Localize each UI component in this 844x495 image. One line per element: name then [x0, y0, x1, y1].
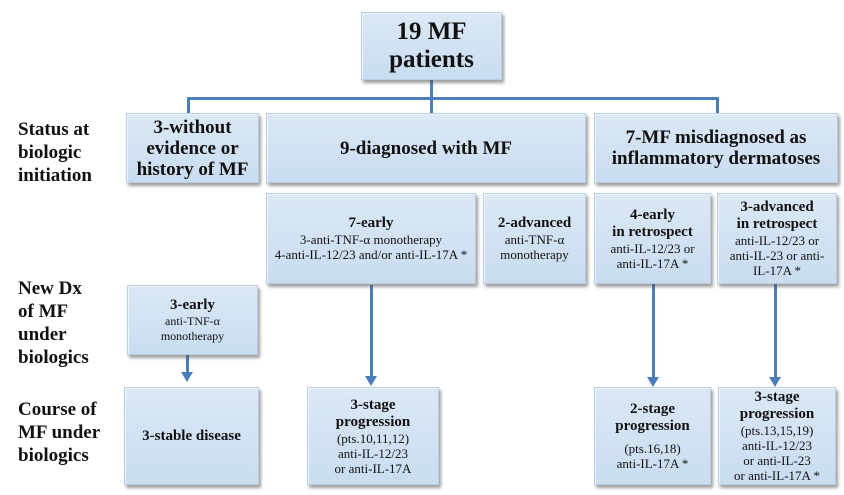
- box-title: 3-stable disease: [142, 427, 241, 444]
- arrowhead-newdx: [181, 372, 193, 382]
- connector-root-down: [430, 79, 433, 98]
- box-title: 3-early: [170, 296, 215, 313]
- box-title: 3-advanced: [740, 199, 814, 215]
- row-label-line: biologics: [18, 347, 89, 368]
- box-line: anti-IL-12/23 or: [734, 233, 820, 248]
- arrowhead-early4: [647, 377, 659, 387]
- connector-horizontal-bar: [187, 97, 597, 100]
- box-title: progression: [739, 406, 815, 422]
- box-title: 7-early: [348, 215, 394, 231]
- box-early-7: 7-early 3-anti-TNF-α monotherapy 4-anti-…: [266, 193, 476, 284]
- row-label-line: biologics: [18, 445, 89, 466]
- box-line: (pts.16,18): [624, 441, 681, 456]
- box-line: evidence or: [146, 137, 239, 159]
- box-line: anti-IL-17A *: [616, 456, 689, 471]
- row-label-line: biologic: [18, 142, 82, 163]
- box-progression-3a: 3-stage progression (pts.10,11,12) anti-…: [307, 387, 439, 485]
- box-line: or anti-IL-17A: [334, 460, 412, 476]
- arrow-shaft-early4: [652, 284, 655, 380]
- box-progression-3b: 3-stage progression (pts.13,15,19) anti-…: [718, 387, 836, 485]
- box-title: progression: [335, 413, 411, 430]
- box-line: IL-17A *: [752, 263, 802, 278]
- box-line: anti-IL-12/23: [741, 438, 813, 453]
- row-label-line: of MF: [18, 301, 69, 322]
- box-title: 4-early: [630, 206, 675, 223]
- arrowhead-advanced3: [769, 377, 781, 387]
- arrow-shaft-early7: [370, 285, 373, 379]
- box-stable-disease: 3-stable disease: [124, 387, 259, 485]
- box-misdiagnosed: 7-MF misdiagnosed as inflammatory dermat…: [594, 113, 838, 183]
- box-line: anti-IL-12/23 or: [610, 240, 695, 256]
- box-line: monotherapy: [160, 328, 225, 343]
- box-line: monotherapy: [500, 247, 569, 262]
- box-line: anti-IL-17A *: [616, 255, 689, 271]
- row-label-line: Course of: [18, 399, 97, 420]
- row-label-line: New Dx: [18, 278, 82, 299]
- box-progression-2: 2-stage progression (pts.16,18) anti-IL-…: [594, 387, 711, 485]
- root-box: 19 MF patients: [361, 12, 502, 80]
- connector-horizontal-right: [597, 97, 719, 100]
- row-label-line: Status at: [18, 119, 90, 140]
- box-line: or anti-IL-23: [743, 453, 811, 468]
- box-line: 3-anti-TNF-α monotherapy: [299, 232, 443, 247]
- root-title-line2: patients: [389, 46, 474, 73]
- box-without-evidence: 3-without evidence or history of MF: [126, 113, 259, 183]
- arrow-shaft-advanced3: [774, 284, 777, 380]
- box-line: history of MF: [136, 158, 249, 180]
- box-line: anti-IL-23 or anti-: [729, 248, 825, 263]
- box-line: anti-IL-12/23: [337, 445, 409, 461]
- connector-to-misdiagnosed: [716, 97, 719, 113]
- box-line: (pts.10,11,12): [336, 430, 410, 446]
- box-title: 2-stage: [630, 401, 675, 417]
- box-title: 3-stage: [350, 396, 396, 413]
- box-line: (pts.13,15,19): [740, 423, 814, 438]
- row-label-course: Course of MF under biologics: [18, 398, 100, 467]
- connector-to-diagnosed: [430, 97, 433, 113]
- box-title: progression: [615, 418, 690, 434]
- arrowhead-early7: [365, 376, 377, 386]
- box-title: 9-diagnosed with MF: [339, 137, 513, 159]
- connector-to-without: [187, 97, 190, 113]
- box-advanced-3-retrospect: 3-advanced in retrospect anti-IL-12/23 o…: [717, 193, 837, 284]
- box-title: 3-stage: [754, 389, 800, 405]
- root-title-line1: 19 MF: [396, 18, 467, 45]
- box-title: 2-advanced: [497, 215, 572, 231]
- box-advanced-2: 2-advanced anti-TNF-α monotherapy: [483, 193, 586, 284]
- row-label-line: MF under: [18, 422, 101, 443]
- arrow-shaft-newdx: [186, 355, 189, 375]
- box-line: or anti-IL-17A *: [734, 468, 820, 483]
- row-label-line: initiation: [18, 165, 92, 186]
- box-title: in retrospect: [612, 223, 693, 240]
- row-label-status: Status at biologic initiation: [18, 118, 92, 187]
- row-label-new-dx: New Dx of MF under biologics: [18, 277, 89, 369]
- box-line: 7-MF misdiagnosed as: [625, 127, 807, 148]
- box-line: anti-TNF-α: [165, 313, 220, 328]
- box-newdx-early-3: 3-early anti-TNF-α monotherapy: [127, 285, 258, 355]
- box-line: 3-without: [153, 116, 232, 138]
- box-line: anti-TNF-α: [504, 232, 565, 247]
- box-diagnosed: 9-diagnosed with MF: [266, 113, 586, 183]
- box-early-4-retrospect: 4-early in retrospect anti-IL-12/23 or a…: [594, 193, 711, 284]
- box-line: 4-anti-IL-12/23 and/or anti-IL-17A *: [274, 247, 468, 262]
- box-line: inflammatory dermatoses: [611, 148, 821, 169]
- box-title: in retrospect: [736, 216, 818, 232]
- row-label-line: under: [18, 324, 67, 345]
